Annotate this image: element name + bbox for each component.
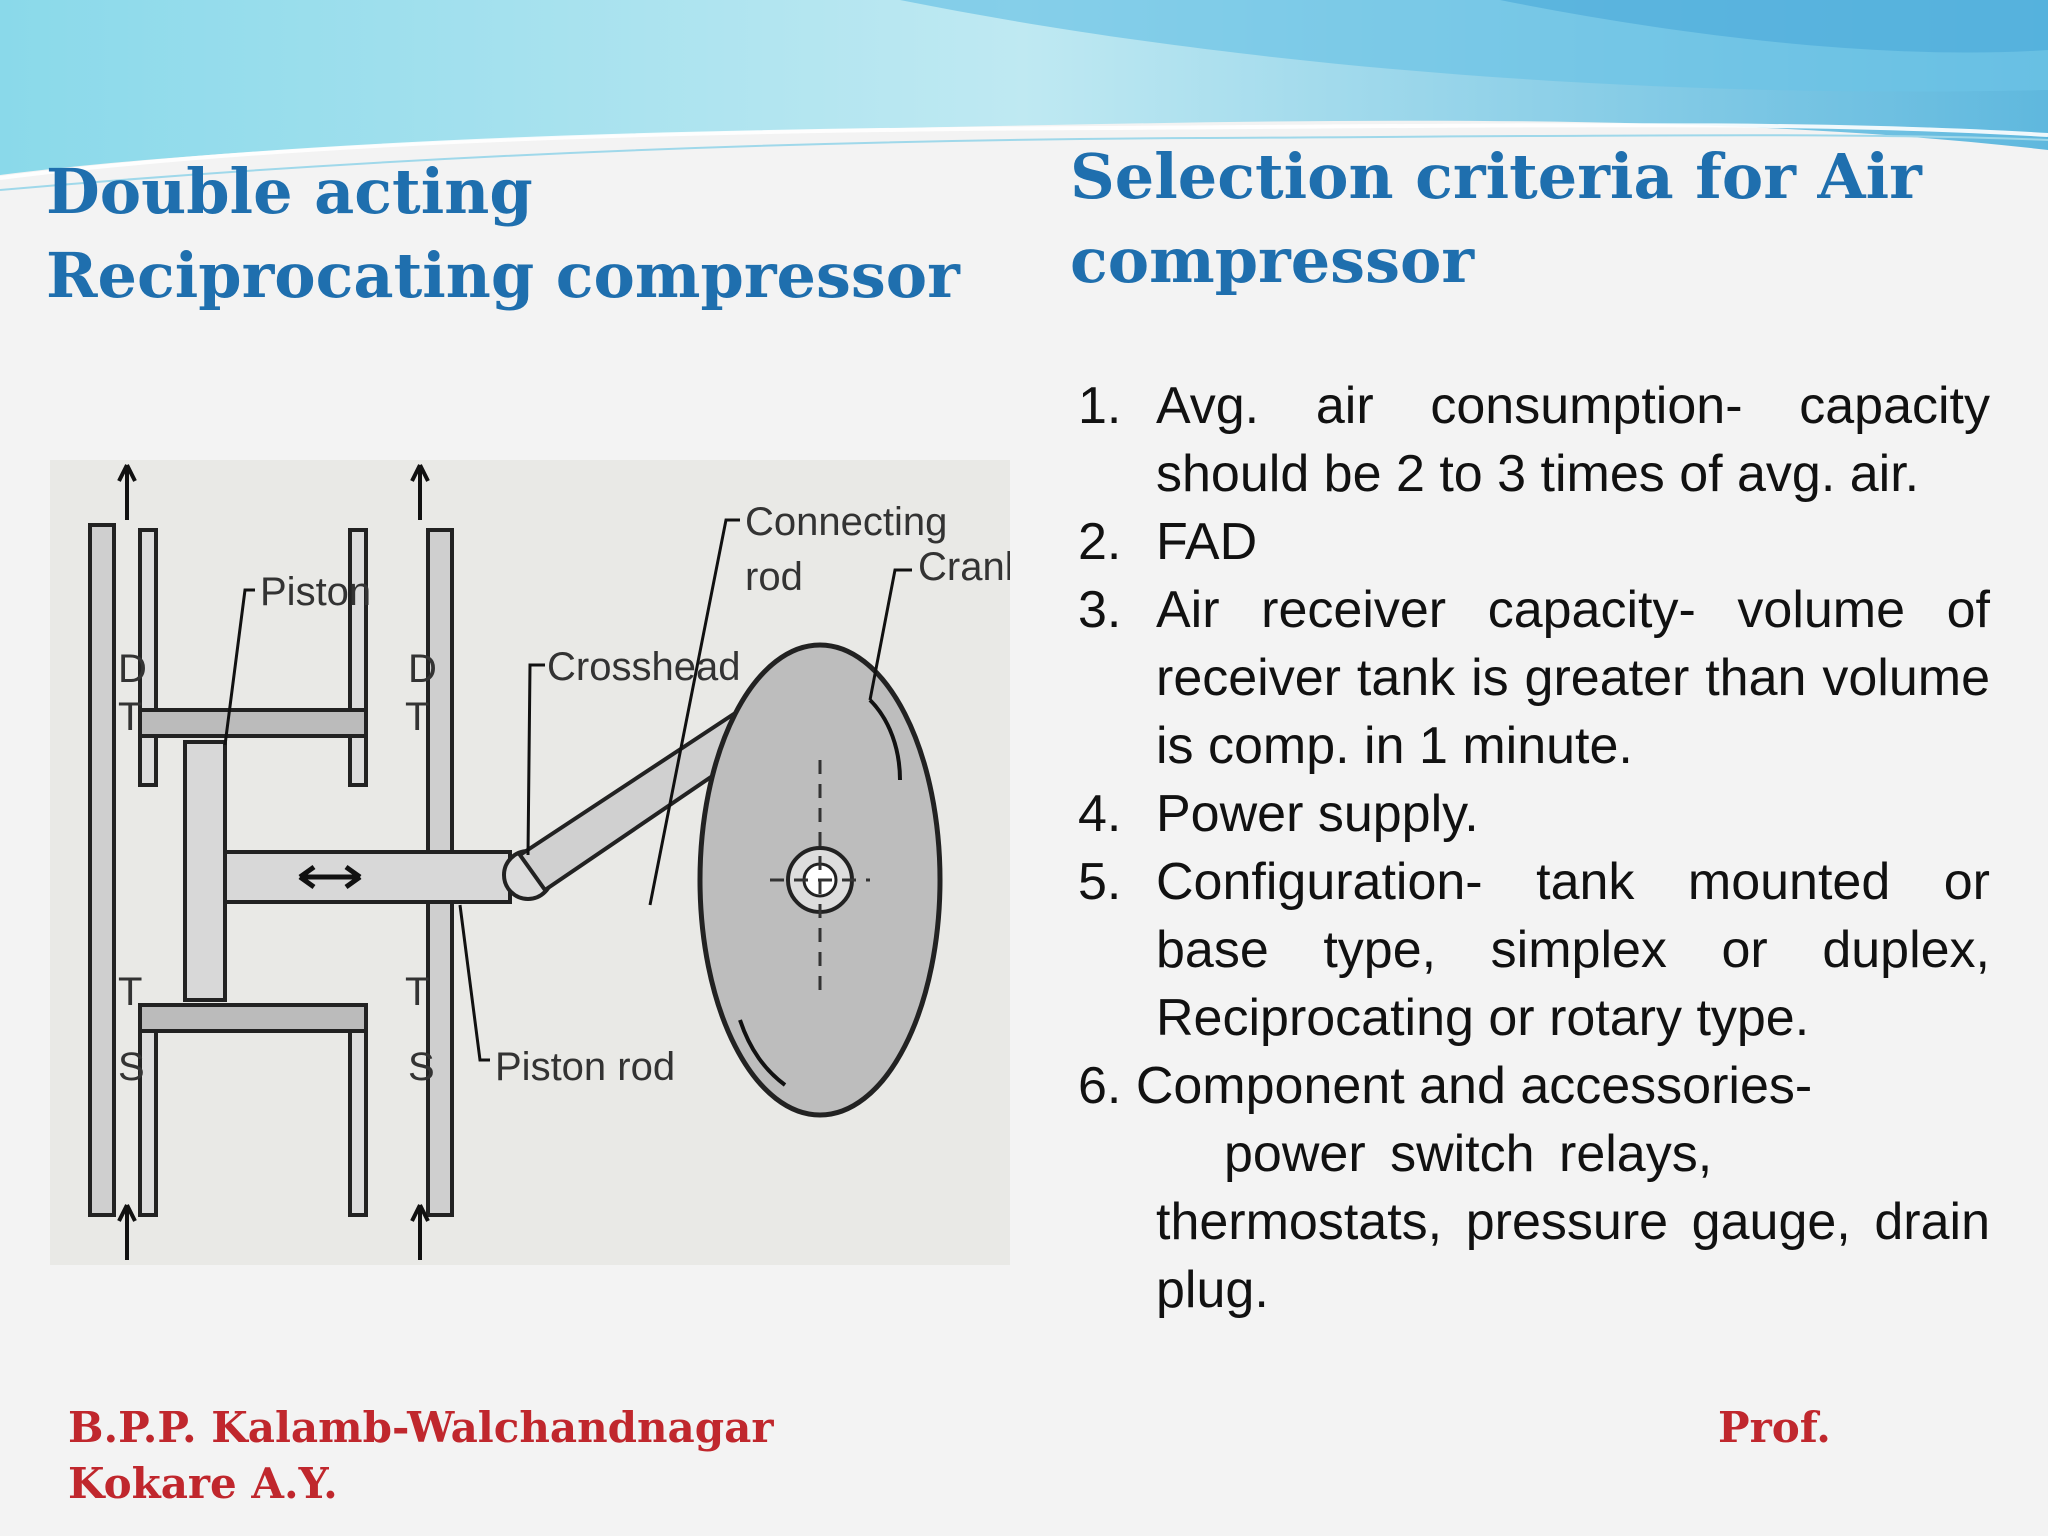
list-item: 6. Component and accessories- power swit… [1078, 1057, 1990, 1319]
left-wall [88, 523, 116, 1217]
footer-institution: B.P.P. Kalamb-Walchandnagar [68, 1403, 774, 1452]
label-rod: rod [745, 555, 803, 599]
header-wave-decoration [0, 0, 2048, 200]
piston-rod [223, 850, 512, 904]
label-d-right: D [408, 647, 437, 691]
bottom-plate [138, 1003, 368, 1033]
label-piston-rod: Piston rod [495, 1045, 675, 1089]
criteria-list: 1.Avg. air consumption- capacity should … [1078, 372, 1990, 1324]
piston [183, 740, 227, 1002]
motion-arrow [298, 864, 362, 890]
label-t-left-top: T [118, 695, 142, 739]
right-title: Selection criteria for Air compressor [1070, 140, 1922, 297]
footer-author: Kokare A.Y. [68, 1459, 338, 1508]
footer-prof: Prof. [1718, 1403, 1831, 1452]
right-top-port [348, 528, 368, 787]
top-plate [138, 708, 368, 738]
label-piston: Piston [260, 570, 371, 614]
label-s-right: S [408, 1045, 435, 1089]
label-t-right-bottom: T [405, 970, 429, 1014]
list-item: 3.Air receiver capacity- volume of recei… [1078, 581, 1990, 775]
list-item: 1.Avg. air consumption- capacity should … [1078, 377, 1990, 503]
list-item: 5.Configuration- tank mounted or base ty… [1078, 853, 1990, 1047]
label-crosshead: Crosshead [547, 645, 740, 689]
label-t-left-bottom: T [118, 970, 142, 1014]
label-d-left: D [118, 647, 147, 691]
list-item: 2.FAD [1078, 513, 1258, 571]
label-connecting: Connecting [745, 500, 947, 544]
label-crank: Crank [918, 545, 1010, 589]
label-t-right-top: T [405, 695, 429, 739]
compressor-diagram: Piston Connecting rod Crank Crosshead Pi… [50, 460, 1010, 1265]
list-item: 4.Power supply. [1078, 785, 1479, 843]
label-s-left: S [118, 1045, 145, 1089]
right-bottom-port [348, 1018, 368, 1217]
left-title: Double acting Reciprocating compressor [46, 155, 960, 312]
